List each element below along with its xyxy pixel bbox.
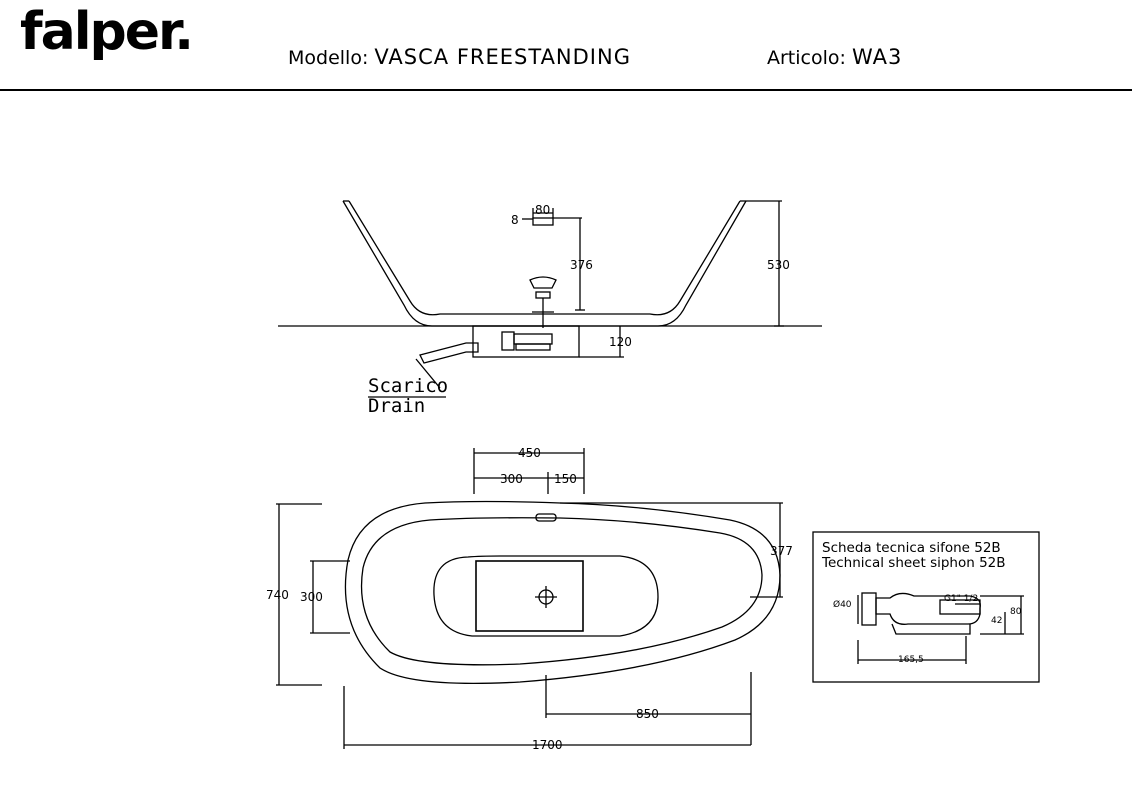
dim-label-overflow-height: 376 (570, 258, 593, 272)
tub-inner-outline (360, 517, 763, 666)
siphon-dim-diameter: Ø40 (833, 599, 852, 610)
drain-plug-stem (535, 291, 551, 299)
dim-label-top-right: 150 (554, 472, 577, 486)
siphon-title-en: Technical sheet siphon 52B (821, 555, 1006, 571)
dim-label-left-total: 740 (266, 588, 289, 602)
brand-logo: falper. (20, 2, 194, 62)
siphon-body (501, 331, 515, 351)
siphon-title-it: Scheda tecnica sifone 52B (822, 540, 1001, 556)
header: falper. Modello: VASCA FREESTANDING Arti… (0, 0, 1132, 92)
tub-outer-outline (344, 500, 781, 685)
siphon-dim-height-total: 80 (1010, 607, 1022, 617)
siphon-box (472, 325, 580, 358)
overflow-fitting (532, 217, 554, 226)
siphon-dim-height-inner: 42 (991, 616, 1002, 626)
dim-label-top-left: 300 (500, 472, 523, 486)
dim-label-tub-height: 530 (767, 258, 790, 272)
siphon-dim-thread: G1" 1/2 (944, 594, 978, 604)
siphon-base (891, 623, 971, 635)
dim-label-left-inner: 300 (300, 590, 323, 604)
drain-label-it: Scarico (368, 375, 448, 397)
dim-label-top-total: 450 (518, 446, 541, 460)
siphon-dim-length: 165,5 (898, 655, 924, 665)
dim-label-overflow-offset: 8 (511, 213, 519, 227)
article-value: WA3 (851, 45, 903, 69)
siphon-sheet (812, 531, 1040, 683)
dim-label-right-half: 377 (770, 544, 793, 558)
dim-label-bottom-offset: 850 (636, 707, 659, 721)
article-label: Articolo: (767, 47, 846, 69)
siphon-trap (515, 343, 551, 351)
siphon-nut-icon (861, 592, 877, 626)
drain-leader (415, 358, 441, 389)
drain-hose (419, 342, 479, 364)
dim-label-base-height: 120 (609, 335, 632, 349)
side-elevation (278, 200, 822, 398)
header-divider (0, 89, 1132, 91)
tub-outer-profile (342, 200, 747, 327)
drain-plug-icon (529, 276, 557, 289)
article-field: Articolo: WA3 (767, 45, 902, 69)
model-value: VASCA FREESTANDING (374, 45, 631, 69)
base-footprint (433, 555, 659, 637)
model-label: Modello: (288, 47, 369, 69)
base-rectangle (475, 560, 584, 632)
dim-label-overflow-width: 80 (535, 203, 550, 217)
siphon-outlet (939, 599, 981, 615)
model-field: Modello: VASCA FREESTANDING (288, 45, 631, 69)
overflow-plan (535, 513, 557, 522)
plan-view (276, 448, 783, 749)
siphon-sheet-frame (812, 531, 1040, 683)
drain-label-en: Drain (368, 395, 425, 417)
tub-inner-profile (348, 200, 741, 316)
siphon-pipe (513, 333, 553, 345)
dim-label-bottom-total: 1700 (532, 738, 563, 752)
